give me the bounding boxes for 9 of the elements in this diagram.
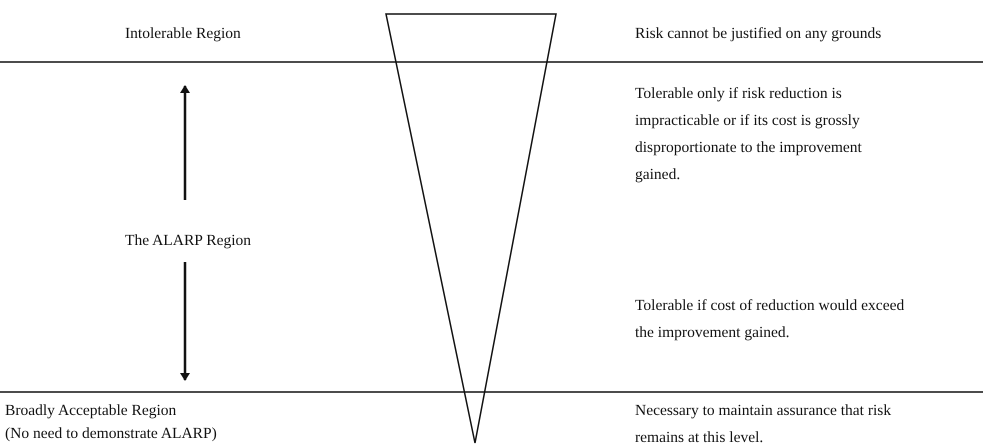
description-text: Necessary to maintain assurance that risk remains at this level. — [635, 402, 892, 445]
description-text: Tolerable only if risk reduction is impracticable or if its cost is grossly disproportionate to the improvement gained. — [635, 85, 862, 183]
region-label: Intolerable Region — [125, 25, 241, 42]
description-text: Risk cannot be justified on any grounds — [635, 25, 882, 42]
region-note: (No need to demonstrate ALARP) — [5, 425, 217, 442]
description-text: Tolerable if cost of reduction would exceed the improvement gained. — [635, 297, 904, 341]
region-label: The ALARP Region — [125, 232, 252, 249]
inverted-triangle — [385, 13, 557, 444]
region-label: Broadly Acceptable Region — [5, 402, 176, 419]
